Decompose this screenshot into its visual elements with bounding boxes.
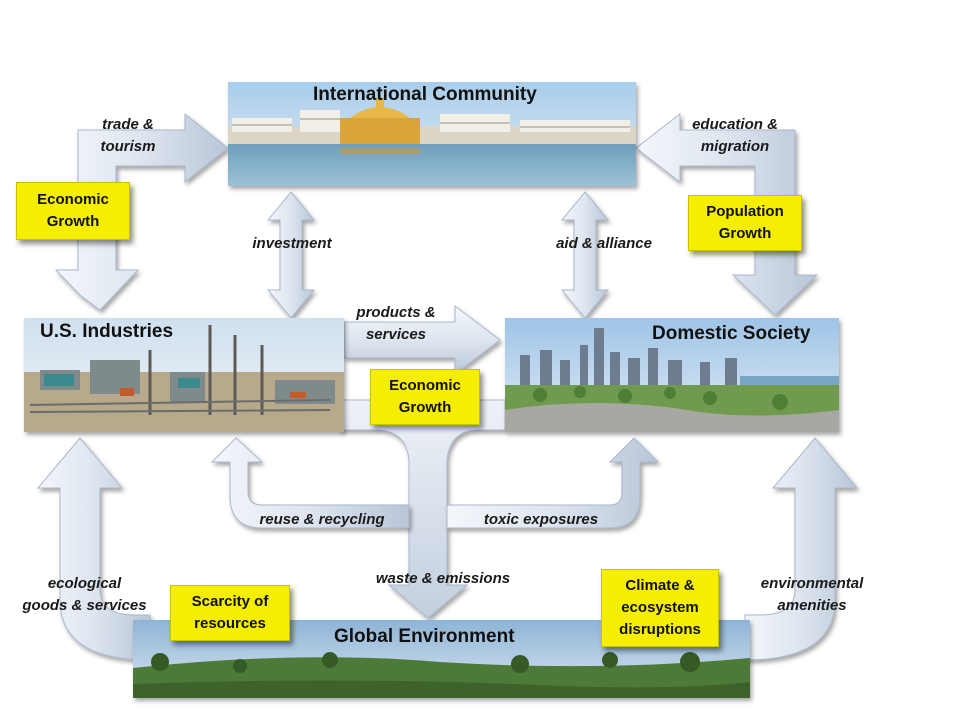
aid-alliance-arrow: [560, 191, 610, 319]
education-migration-arrow: [635, 112, 819, 316]
central-flow-band: [339, 399, 506, 619]
waste-emissions-label: waste & emissions: [375, 570, 511, 587]
international-community-photo: [228, 82, 636, 186]
investment-label: investment: [252, 235, 332, 252]
investment-arrow: [266, 191, 316, 319]
trade-tourism-label: trade &tourism: [100, 116, 156, 155]
ecological-goods-arrow: [36, 437, 151, 661]
international-community-title: International Community: [313, 84, 537, 105]
reuse-recycling-arrow: [210, 437, 410, 529]
trade-tourism-arrow: [54, 112, 229, 311]
domestic-society-photo: [505, 318, 839, 432]
us-industries-title: U.S. Industries: [40, 321, 174, 342]
education-migration-label: education &migration: [692, 116, 778, 155]
aid-alliance-label: aid & alliance: [556, 235, 652, 252]
products-services-arrow: [343, 304, 501, 376]
products-services-label: products &services: [356, 304, 436, 343]
us-industries-photo: [24, 318, 344, 432]
global-environment-title: Global Environment: [334, 626, 515, 647]
reuse-recycling-label: reuse & recycling: [259, 511, 385, 528]
toxic-exposures-label: toxic exposures: [483, 511, 599, 528]
domestic-society-title: Domestic Society: [652, 323, 811, 344]
toxic-exposures-arrow: [446, 437, 660, 529]
environmental-amenities-arrow: [744, 437, 859, 661]
